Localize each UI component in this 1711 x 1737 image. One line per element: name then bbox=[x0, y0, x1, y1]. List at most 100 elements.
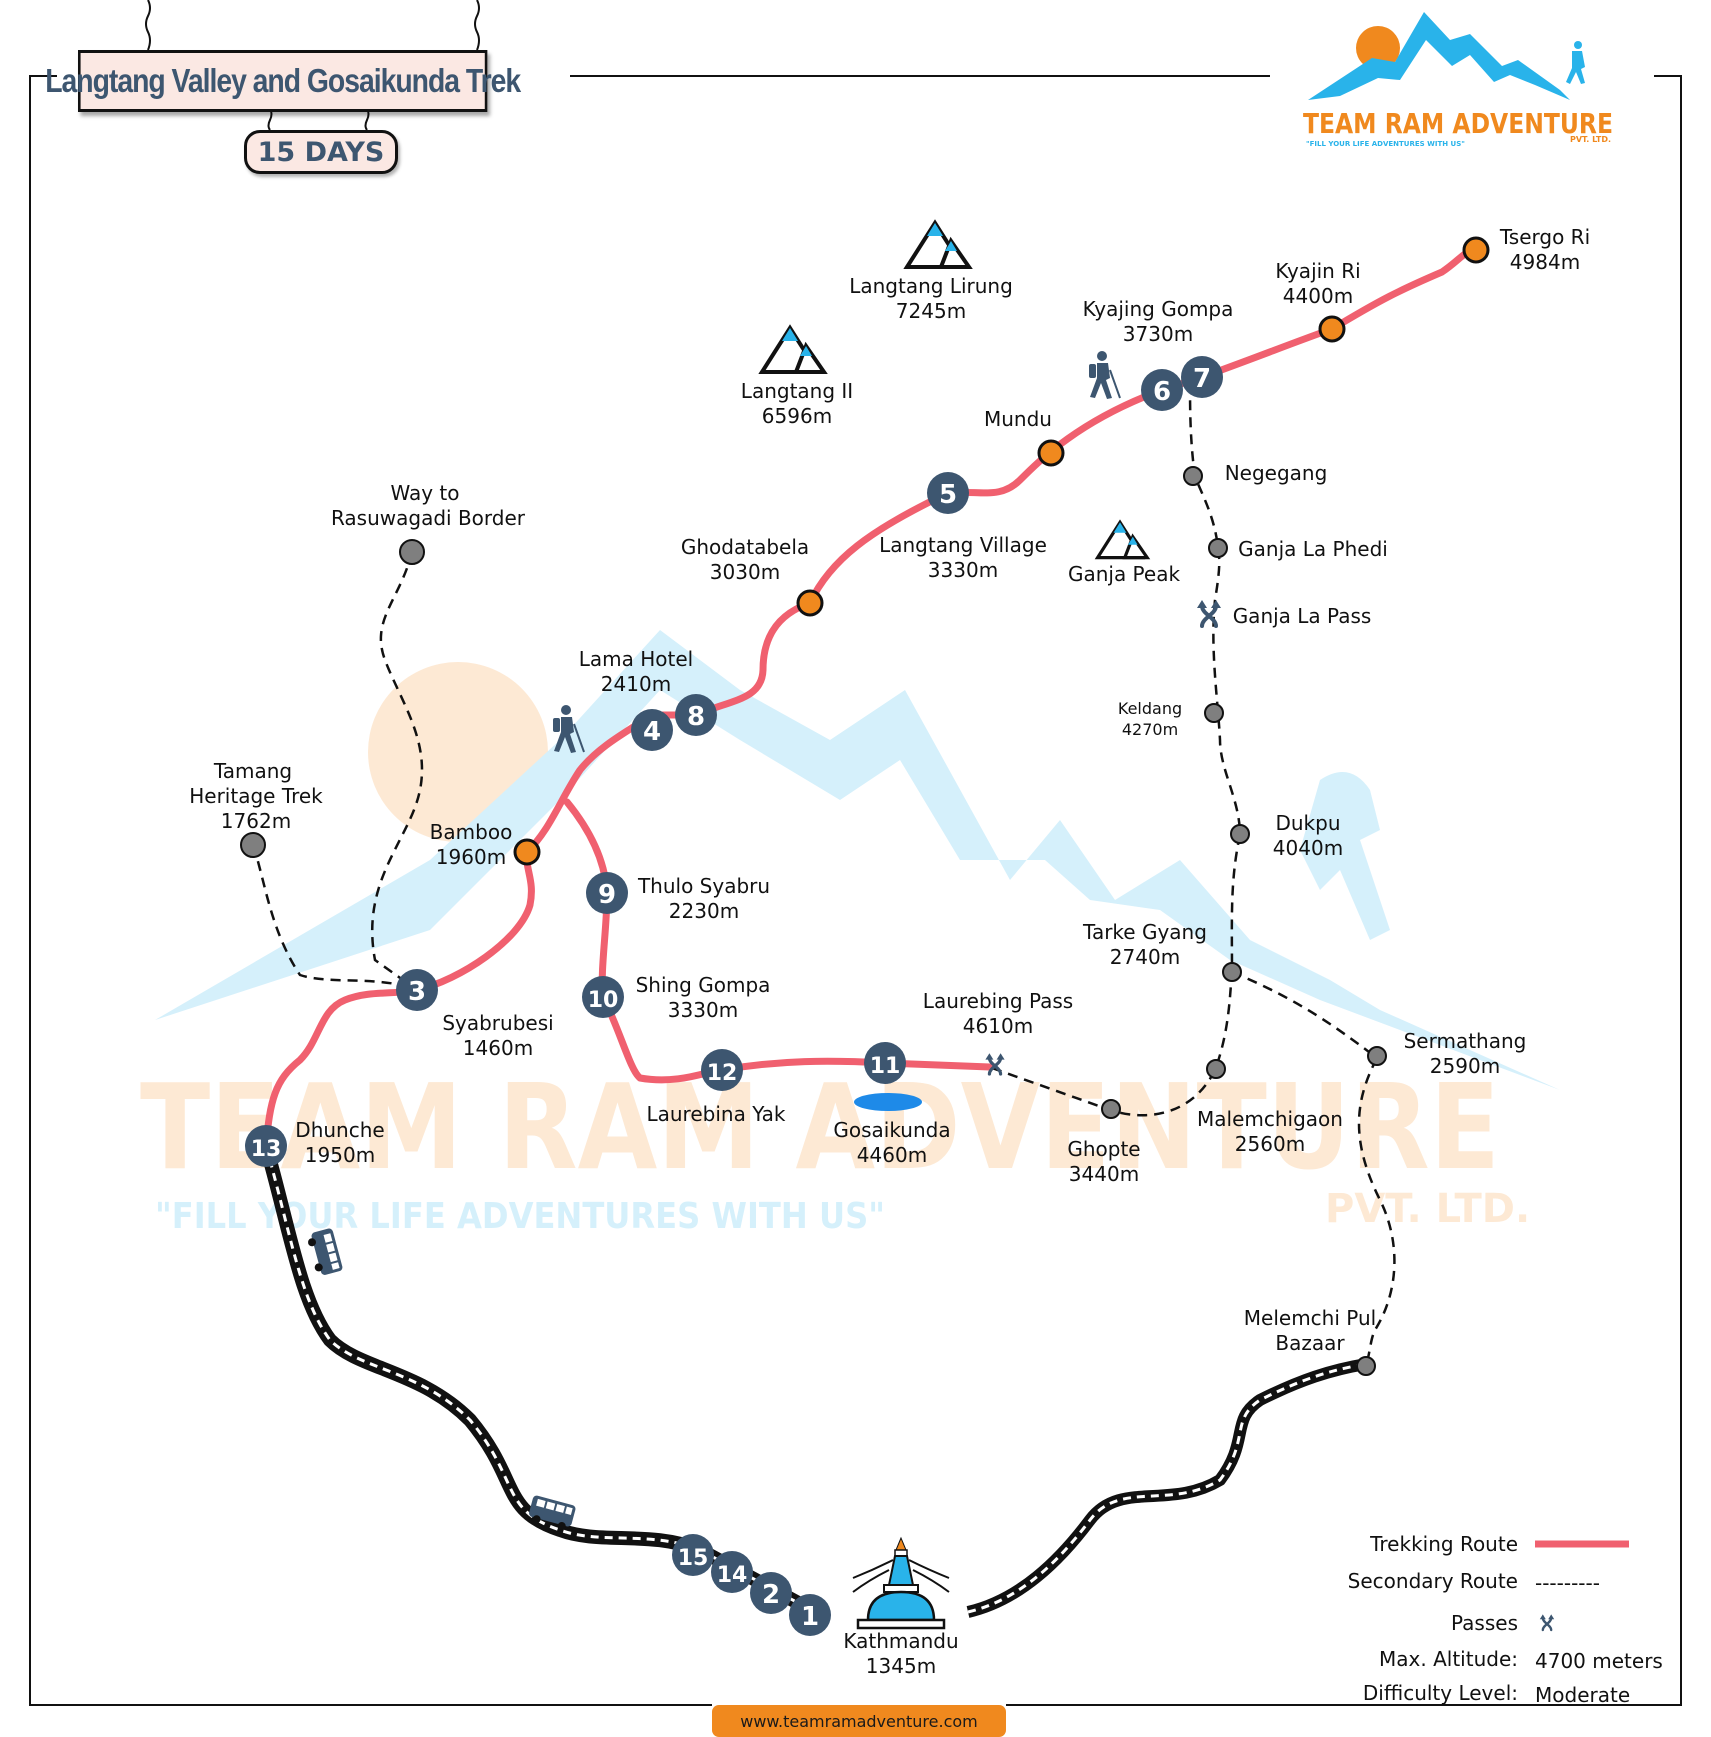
day-marker-15: 15 bbox=[672, 1534, 714, 1576]
label-ghodatabela: Ghodatabela bbox=[681, 535, 809, 559]
svg-text:2590m: 2590m bbox=[1430, 1054, 1500, 1078]
page-title: Langtang Valley and Gosaikunda Trek bbox=[45, 50, 521, 112]
day-markers: 1 2 3 4 5 6 7 8 9 10 11 12 13 14 15 bbox=[245, 356, 1223, 1636]
label-melemchi-pul: Melemchi Pul bbox=[1244, 1306, 1376, 1330]
legend-max-altitude-label: Max. Altitude: bbox=[1379, 1647, 1518, 1671]
svg-text:1460m: 1460m bbox=[463, 1036, 533, 1060]
svg-text:3: 3 bbox=[408, 977, 426, 1007]
label-tsergo-ri: Tsergo Ri bbox=[1499, 225, 1590, 249]
legend-graphics: --------- bbox=[1535, 1540, 1629, 1632]
day-marker-1: 1 bbox=[789, 1594, 831, 1636]
svg-text:13: 13 bbox=[251, 1137, 282, 1162]
label-rasuwagadi: Way to bbox=[390, 481, 459, 505]
label-ghopte: Ghopte bbox=[1067, 1137, 1140, 1161]
label-ganja-la-pass: Ganja La Pass bbox=[1233, 604, 1372, 628]
label-ganja-peak: Ganja Peak bbox=[1068, 562, 1181, 586]
svg-text:4984m: 4984m bbox=[1510, 250, 1580, 274]
svg-text:3030m: 3030m bbox=[710, 560, 780, 584]
peak-icon bbox=[905, 221, 971, 269]
logo-tagline: "FILL YOUR LIFE ADVENTURES WITH US" bbox=[1306, 140, 1465, 148]
watermark: TEAM RAM ADVENTURE "FILL YOUR LIFE ADVEN… bbox=[140, 630, 1560, 1237]
day-marker-9: 9 bbox=[586, 872, 628, 914]
label-kyajin-ri: Kyajin Ri bbox=[1275, 259, 1360, 283]
legend-trekking-route-label: Trekking Route bbox=[1370, 1532, 1518, 1556]
watermark-suffix: PVT. LTD. bbox=[1325, 1186, 1530, 1232]
svg-text:11: 11 bbox=[870, 1054, 901, 1079]
svg-text:3330m: 3330m bbox=[928, 558, 998, 582]
legend-passes-label: Passes bbox=[1451, 1611, 1518, 1635]
label-gosaikunda: Gosaikunda bbox=[833, 1118, 950, 1142]
day-marker-12: 12 bbox=[701, 1049, 743, 1091]
svg-text:Heritage Trek: Heritage Trek bbox=[189, 784, 323, 808]
label-kyajing-gompa: Kyajing Gompa bbox=[1083, 297, 1234, 321]
peak-icon bbox=[760, 326, 826, 374]
day-marker-13: 13 bbox=[245, 1125, 287, 1167]
svg-text:1950m: 1950m bbox=[305, 1143, 375, 1167]
svg-text:2: 2 bbox=[762, 1580, 780, 1610]
svg-text:6596m: 6596m bbox=[762, 404, 832, 428]
svg-text:2560m: 2560m bbox=[1235, 1132, 1305, 1156]
label-ganja-la-phedi: Ganja La Phedi bbox=[1238, 537, 1388, 561]
svg-text:12: 12 bbox=[707, 1061, 738, 1086]
svg-text:4270m: 4270m bbox=[1122, 720, 1178, 739]
day-marker-8: 8 bbox=[675, 694, 717, 736]
svg-text:4400m: 4400m bbox=[1283, 284, 1353, 308]
svg-text:7: 7 bbox=[1193, 364, 1211, 394]
svg-text:8: 8 bbox=[687, 702, 705, 732]
label-syabrubesi: Syabrubesi bbox=[442, 1011, 553, 1035]
svg-text:15: 15 bbox=[678, 1546, 709, 1571]
label-laurebina-yak: Laurebina Yak bbox=[646, 1102, 785, 1126]
svg-text:14: 14 bbox=[717, 1563, 748, 1588]
website-link[interactable]: www.teamramadventure.com bbox=[712, 1705, 1006, 1737]
svg-text:2410m: 2410m bbox=[601, 672, 671, 696]
label-langtang-village: Langtang Village bbox=[879, 533, 1047, 557]
day-marker-4: 4 bbox=[631, 709, 673, 751]
label-mundu: Mundu bbox=[984, 407, 1052, 431]
watermark-tagline: "FILL YOUR LIFE ADVENTURES WITH US" bbox=[155, 1196, 885, 1237]
legend-difficulty-label: Difficulty Level: bbox=[1362, 1681, 1518, 1705]
label-keldang: Keldang bbox=[1118, 699, 1182, 718]
svg-text:Bazaar: Bazaar bbox=[1275, 1331, 1345, 1355]
legend-secondary-route-label: Secondary Route bbox=[1347, 1569, 1518, 1593]
label-tarke-gyang: Tarke Gyang bbox=[1082, 920, 1207, 944]
label-malemchigaon: Malemchigaon bbox=[1197, 1107, 1343, 1131]
watermark-name: TEAM RAM ADVENTURE bbox=[140, 1058, 1500, 1196]
label-thulo-syabru: Thulo Syabru bbox=[637, 874, 770, 898]
label-laurebing-pass: Laurebing Pass bbox=[923, 989, 1073, 1013]
svg-text:4610m: 4610m bbox=[963, 1014, 1033, 1038]
label-dukpu: Dukpu bbox=[1275, 811, 1340, 835]
main-stops bbox=[513, 236, 1490, 866]
road-route bbox=[259, 1144, 1367, 1619]
svg-text:9: 9 bbox=[598, 880, 616, 910]
day-marker-14: 14 bbox=[711, 1551, 753, 1593]
company-logo: TEAM RAM ADVENTURE "FILL YOUR LIFE ADVEN… bbox=[1303, 12, 1613, 148]
svg-text:2740m: 2740m bbox=[1110, 945, 1180, 969]
label-langtang-ii: Langtang II bbox=[741, 379, 853, 403]
svg-text:1762m: 1762m bbox=[221, 809, 291, 833]
legend-max-altitude-value: 4700 meters bbox=[1535, 1649, 1663, 1673]
pass-icon bbox=[1195, 598, 1223, 628]
svg-text:7245m: 7245m bbox=[896, 299, 966, 323]
svg-text:1345m: 1345m bbox=[866, 1654, 936, 1678]
day-marker-6: 6 bbox=[1141, 369, 1183, 411]
label-shing-gompa: Shing Gompa bbox=[636, 973, 771, 997]
svg-text:5: 5 bbox=[939, 480, 957, 510]
peak-icon bbox=[1095, 520, 1149, 560]
place-labels: Tsergo Ri 4984m Kyajin Ri 4400m Kyajing … bbox=[189, 225, 1590, 1678]
label-negegang: Negegang bbox=[1225, 461, 1328, 485]
day-marker-11: 11 bbox=[864, 1042, 906, 1084]
label-lama-hotel: Lama Hotel bbox=[579, 647, 693, 671]
label-bamboo: Bamboo bbox=[430, 820, 513, 844]
day-marker-3: 3 bbox=[396, 969, 438, 1011]
secondary-stops bbox=[240, 466, 1387, 1376]
svg-text:4460m: 4460m bbox=[857, 1143, 927, 1167]
label-dhunche: Dhunche bbox=[295, 1118, 384, 1142]
svg-text:3440m: 3440m bbox=[1069, 1162, 1139, 1186]
day-marker-7: 7 bbox=[1181, 356, 1223, 398]
svg-text:10: 10 bbox=[588, 988, 619, 1013]
secondary-routes bbox=[251, 378, 1396, 1365]
label-langtang-lirung: Langtang Lirung bbox=[849, 274, 1013, 298]
legend-pass-icon bbox=[1538, 1613, 1556, 1632]
day-marker-2: 2 bbox=[750, 1572, 792, 1614]
